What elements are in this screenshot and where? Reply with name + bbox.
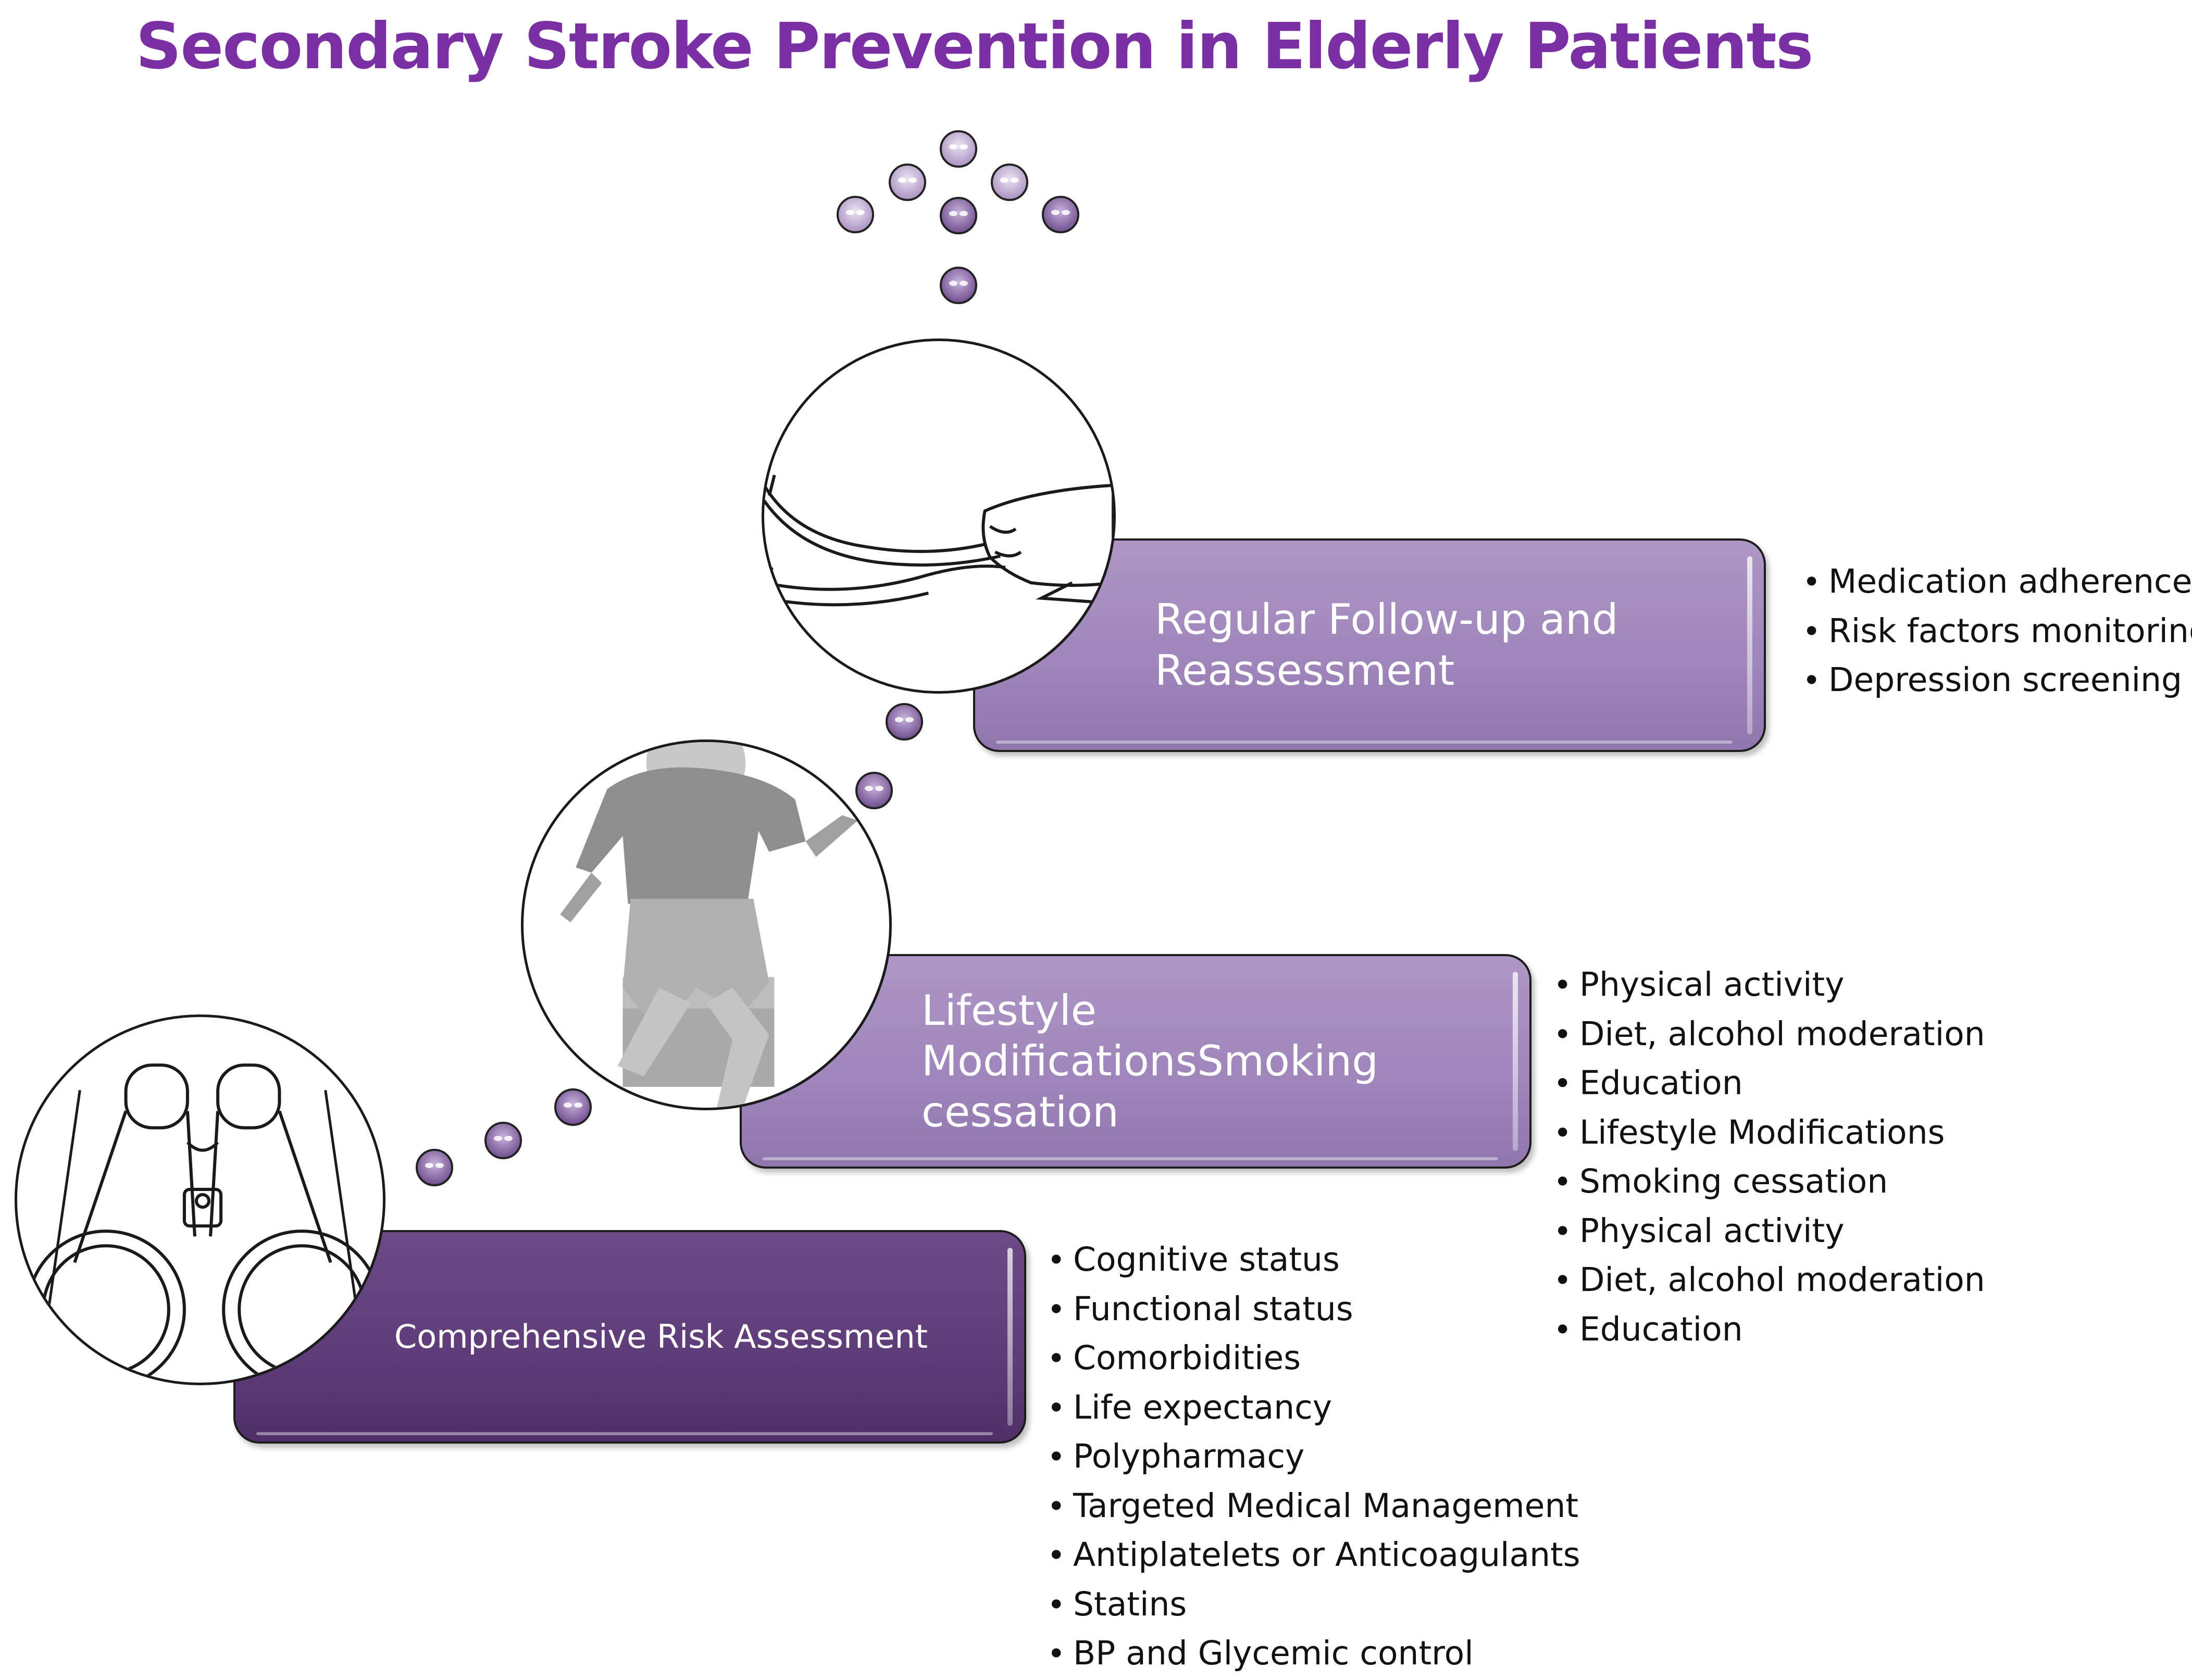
step-label-line: cessation <box>921 1087 1119 1136</box>
step-label-line: Lifestyle <box>921 986 1097 1035</box>
exercising-person-icon <box>521 739 892 1110</box>
list-item: Physical activity <box>1553 1207 1985 1256</box>
bubble-dot <box>1042 196 1079 233</box>
list-item: Education <box>1553 1059 1985 1108</box>
list-item: Diet, alcohol moderation <box>1553 1010 1985 1059</box>
diagram-title: Secondary Stroke Prevention in Elderly P… <box>135 9 1814 83</box>
list-item: Polypharmacy <box>1047 1432 1580 1482</box>
bubble-dot <box>554 1088 592 1126</box>
list-item: Cognitive status <box>1047 1235 1580 1285</box>
list-item: Education <box>1553 1305 1985 1355</box>
list-item: Depression screening <box>1802 656 2192 705</box>
bubble-dot <box>991 164 1028 201</box>
list-item: Physical activity <box>1553 960 1985 1010</box>
list-item: Risk factors monitoring <box>1802 607 2192 656</box>
binoculars-icon <box>15 1014 385 1385</box>
list-item: Comorbidities <box>1047 1334 1580 1383</box>
list-item: Life expectancy <box>1047 1383 1580 1433</box>
step-label-line: ModificationsSmoking <box>921 1037 1378 1086</box>
step-label-follow-up: Regular Follow-up and Reassessment <box>1155 594 1618 696</box>
list-item: Statins <box>1047 1580 1580 1629</box>
bubble-dot <box>940 130 977 168</box>
bubble-dot <box>484 1122 522 1159</box>
list-item: Functional status <box>1047 1285 1580 1334</box>
bubble-dot <box>889 164 926 201</box>
bubble-dot <box>837 196 874 233</box>
step-label-risk-assessment: Comprehensive Risk Assessment <box>394 1318 928 1356</box>
list-item: BP and Glycemic control <box>1047 1629 1580 1678</box>
bullet-list-lifestyle: Physical activity Diet, alcohol moderati… <box>1553 960 1985 1354</box>
shoe-icon <box>762 338 1116 694</box>
bubble-dot <box>940 267 977 304</box>
list-item: Diet, alcohol moderation <box>1553 1256 1985 1305</box>
step-label-line: Reassessment <box>1155 646 1455 695</box>
step-box-lifestyle: Lifestyle ModificationsSmoking cessation <box>740 954 1531 1169</box>
step-label-lifestyle: Lifestyle ModificationsSmoking cessation <box>921 985 1378 1138</box>
bullet-list-follow-up: Medication adherence Risk factors monito… <box>1802 557 2192 705</box>
bullet-list-risk-assessment: Cognitive status Functional status Comor… <box>1047 1235 1580 1678</box>
bubble-dot <box>940 197 977 234</box>
bubble-dot <box>416 1149 453 1186</box>
list-item: Lifestyle Modifications <box>1553 1108 1985 1158</box>
list-item: Targeted Medical Management <box>1047 1482 1580 1531</box>
list-item: Medication adherence <box>1802 557 2192 607</box>
bubble-dot <box>886 703 923 741</box>
bubble-dot <box>855 772 893 809</box>
step-box-follow-up: Regular Follow-up and Reassessment <box>973 538 1766 752</box>
list-item: Smoking cessation <box>1553 1157 1985 1207</box>
step-label-line: Regular Follow-up and <box>1155 595 1618 644</box>
list-item: Antiplatelets or Anticoagulants <box>1047 1531 1580 1580</box>
